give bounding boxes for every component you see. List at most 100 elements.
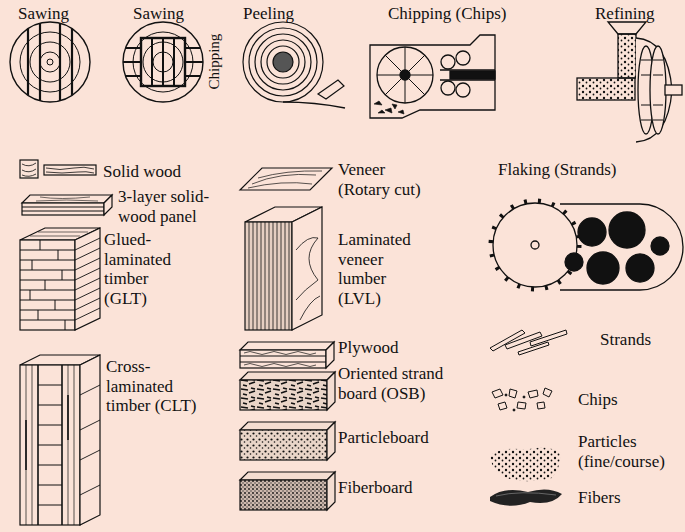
lvl-icon-part [245,222,292,330]
sawing-log-part-part [28,20,72,104]
chips-icon-part [505,394,507,396]
glt-icon-part [30,232,88,236]
label-text: Veneer (Rotary cut) [338,160,433,199]
flaker-machine-part [609,212,645,248]
three-layer-panel-icon-part [36,197,98,201]
refiner-machine [577,22,682,142]
label-text: 3-layer solid-wood panel [118,187,230,226]
peeling-log-part [267,46,299,78]
fiberboard-panel-part [240,480,327,510]
peeling-log-part [243,22,323,102]
chipper-machine-part [374,101,404,114]
lvl-icon-part [249,222,289,330]
three-layer-panel-icon [22,195,112,215]
label-text: Laminated veneer lumber (LVL) [338,230,431,308]
solid-wood-icon-part [44,165,96,175]
strands-icon-part [518,342,549,355]
label-text: Solid wood [103,162,233,182]
chipper-machine-part [370,35,495,118]
solid-wood-icon [20,160,96,178]
label-text: Chips [578,390,618,410]
particles-icon [490,447,560,481]
sawing-log-part-part [30,42,70,82]
chipper-machine-part [440,70,495,80]
label-text: Refining [595,4,655,24]
clt-icon-part [26,365,74,525]
osb-panel-part [240,372,335,380]
sawing-log-part-part [152,38,174,86]
flaker-machine-part [565,253,583,271]
plywood-icon [240,342,334,368]
chipper-machine-part [377,47,433,103]
label-text: Fiberboard [338,478,413,498]
fiberboard-panel-part [240,472,335,480]
solid-wood-icon-part [46,167,94,173]
peeling-log-part [255,34,311,90]
chipper-machine-part [456,51,470,65]
chips-icon-part [537,402,545,409]
peeling-log-part [249,28,317,96]
refiner-machine-part [608,22,646,34]
sawing-log-part-part [40,52,60,72]
label-text: Chipping (Chips) [388,4,507,24]
label-text: Strands [600,330,651,350]
particleboard-panel-part [327,422,335,460]
osb-panel-part [327,372,335,410]
clt-icon-part [38,365,62,525]
label-text: Flaking (Strands) [498,160,617,180]
three-layer-panel-icon-part [104,195,112,215]
flaker-machine-part [651,237,669,255]
label-text: Fibers [578,488,621,508]
chipper-machine-part [400,70,410,80]
three-layer-panel-icon-part [22,207,104,211]
chipper-machine-part [377,47,433,103]
label-text: Peeling [243,4,294,24]
plywood-icon-part [240,342,334,350]
label-text: Particleboard [338,428,429,448]
glt-icon-part [75,228,100,330]
glt-icon-part [20,240,75,330]
sawing-log-part [20,20,80,104]
particleboard-panel-part [240,430,327,460]
chipper-machine [370,35,495,118]
label-text: Oriented strand board (OSB) [338,364,463,403]
particleboard-panel [240,422,335,460]
peeling-log [243,22,345,108]
label-text: Sawing [133,4,184,24]
sawing-log-part-part [141,38,185,86]
fibers-icon [490,489,562,505]
particleboard-panel-part [240,422,335,430]
clt-icon [20,355,100,525]
plywood-icon-part [326,342,334,368]
chipper-machine-part [456,83,470,97]
veneer-icon-part [248,171,322,188]
flaker-machine-part [493,203,577,287]
chips-icon-part [498,402,507,410]
glt-icon-part [20,250,75,320]
clt-icon-part [26,395,68,470]
clt-icon-part [80,355,100,525]
fibers-icon-part [496,493,556,496]
fiberboard-panel [240,472,335,510]
chips-icon-part [523,396,525,398]
lvl-icon-part [296,238,320,321]
lvl-icon-part [292,207,322,330]
three-layer-panel-icon-part [22,195,112,203]
plywood-icon-part [240,350,326,368]
solid-wood-icon-part [22,163,36,176]
sawing-log-part-part [133,32,193,92]
sawing-log [10,20,90,104]
sawing-log-part [10,22,90,102]
chips-icon-part [513,409,515,411]
glt-icon-part [30,240,65,330]
label-text: Glued-laminated timber (GLT) [104,230,184,308]
peeling-log-part [318,80,344,99]
glt-icon [20,228,100,330]
sawing-log-part-part [47,59,53,65]
chips-icon-part [517,402,526,409]
chipper-machine-part [450,71,495,79]
chipper-machine-part [441,55,455,69]
refiner-machine-part [665,85,682,95]
solid-wood-icon-part [20,160,38,178]
label-text: Plywood [338,338,398,358]
